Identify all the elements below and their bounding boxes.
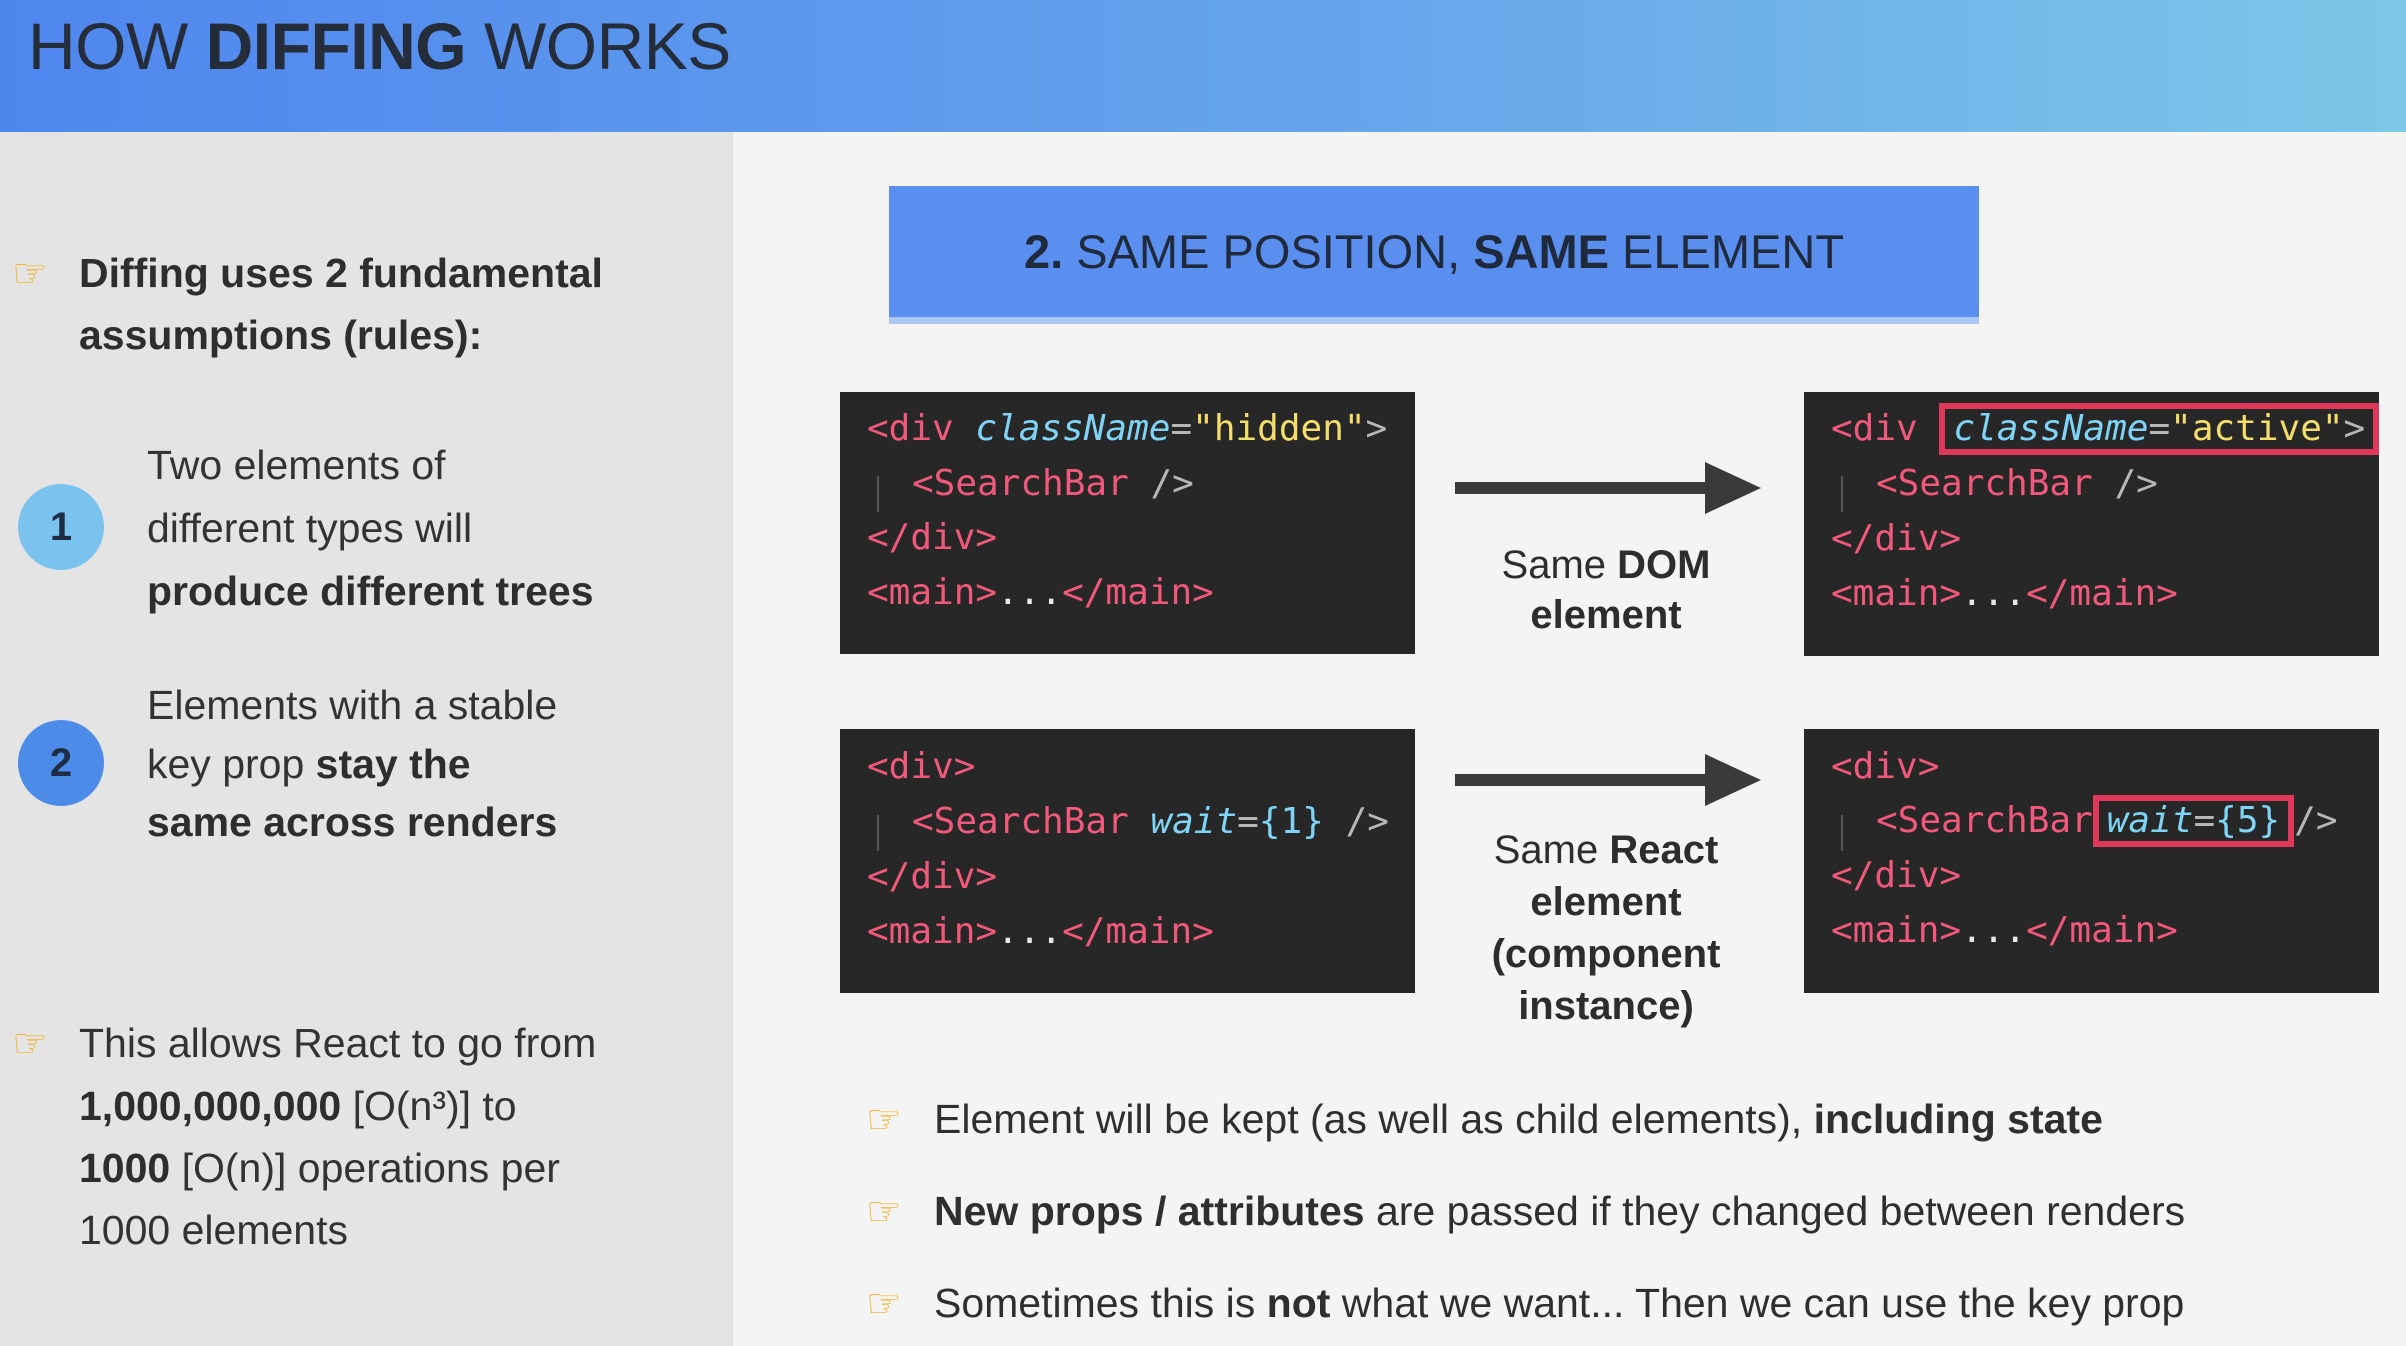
indent-guide (1841, 476, 1843, 512)
indent-guide (877, 815, 879, 851)
code-block-before-dom: <div className="hidden"> <SearchBar /> <… (840, 392, 1415, 654)
code-block-before-react: <div> <SearchBar wait={1} /> </div> <mai… (840, 729, 1415, 993)
same-react-element-label: Same React element (component instance) (1491, 828, 1721, 1028)
pointing-hand-icon: ☞ (866, 1189, 902, 1235)
indent-guide (1841, 815, 1843, 851)
code-line: <main>...</main> (1831, 573, 2178, 614)
code-block-after-dom: <div className="active"> <SearchBar /> <… (1804, 392, 2380, 656)
intro-line: Diffing uses 2 fundamental (79, 242, 603, 304)
code-line: <div className="hidden"> (867, 408, 1388, 449)
rule-2-text: key prop (147, 741, 316, 787)
rule-2-line: key prop stay the (147, 733, 471, 795)
code-line: </div> (1831, 855, 1962, 896)
code-line: <main>...</main> (867, 572, 1214, 613)
code-line: <SearchBar wait={1} /> (912, 801, 1389, 842)
rule-1-bold: produce different trees (147, 568, 594, 614)
left-panel (0, 132, 733, 1346)
code-line: <SearchBar /> (1876, 463, 2158, 504)
indent-guide (877, 476, 879, 512)
outro-text: [O(n³)] to (341, 1083, 517, 1129)
right-arrow-icon (1455, 462, 1761, 514)
title-banner: HOW DIFFING WORKS (0, 0, 2406, 132)
intro-text: Diffing uses 2 fundamental (79, 250, 603, 296)
changed-prop-highlight: wait={5} (2092, 795, 2295, 847)
rule-2-bold: stay the (315, 741, 471, 787)
rule-2-line: same across renders (147, 791, 557, 853)
outro-text: [O(n)] operations per (170, 1145, 560, 1191)
code-line: <div> (1831, 746, 1940, 787)
rule-heading-box: 2. SAME POSITION, SAME ELEMENT (889, 186, 1979, 317)
rule-1-line: Two elements of (147, 442, 446, 488)
pointing-hand-icon: ☞ (12, 251, 48, 297)
rule-heading-number: 2. (1023, 225, 1064, 278)
code-line: </div> (867, 517, 998, 558)
code-line: </div> (867, 856, 998, 897)
title-text-bold: DIFFING (205, 9, 467, 83)
pointing-hand-icon: ☞ (866, 1097, 902, 1143)
rule-number-badge: 1 (18, 484, 104, 570)
code-line: <div> (867, 746, 976, 787)
rule-2-line: Elements with a stable (147, 682, 558, 728)
title-text-part: HOW (28, 9, 206, 83)
changed-attribute-highlight: className="active"> (1939, 403, 2380, 455)
rule-heading-bold: SAME (1473, 225, 1609, 278)
code-line: </div> (1831, 518, 1962, 559)
intro-text: assumptions (rules): (79, 312, 483, 358)
pointing-hand-icon: ☞ (12, 1021, 48, 1067)
code-line: <div className="active"> (1831, 403, 2380, 455)
bullet-key-prop: Sometimes this is not what we want... Th… (934, 1280, 2185, 1326)
code-line: <SearchBar /> (912, 463, 1194, 504)
rule-heading: 2. SAME POSITION, SAME ELEMENT (889, 186, 1979, 317)
rule-heading-text: ELEMENT (1608, 225, 1845, 278)
code-line: <main>...</main> (1831, 910, 2178, 951)
outro-bold: 1000 (79, 1145, 171, 1191)
bullet-new-props: New props / attributes are passed if the… (934, 1188, 2186, 1234)
intro-line: assumptions (rules): (79, 304, 482, 366)
slide-title: HOW DIFFING WORKS (28, 6, 731, 86)
rule-number-badge: 2 (18, 720, 104, 806)
right-arrow-icon (1455, 754, 1761, 806)
outro-line: 1000 [O(n)] operations per (79, 1137, 560, 1199)
outro-line: This allows React to go from (79, 1020, 597, 1066)
rule-heading-text: SAME POSITION, (1063, 225, 1474, 278)
rule-1-line: produce different trees (147, 560, 594, 622)
bullet-kept-state: Element will be kept (as well as child e… (934, 1096, 2103, 1142)
pointing-hand-icon: ☞ (866, 1281, 902, 1327)
outro-line: 1,000,000,000 [O(n³)] to (79, 1075, 517, 1137)
rule-2-bold: same across renders (147, 799, 558, 845)
code-line: <main>...</main> (867, 911, 1214, 952)
rule-1-line: different types will (147, 505, 473, 551)
title-text-part: WORKS (466, 9, 731, 83)
same-dom-element-label: Same DOM element (1501, 543, 1711, 637)
outro-line: 1000 elements (79, 1207, 348, 1253)
outro-bold: 1,000,000,000 (79, 1083, 342, 1129)
